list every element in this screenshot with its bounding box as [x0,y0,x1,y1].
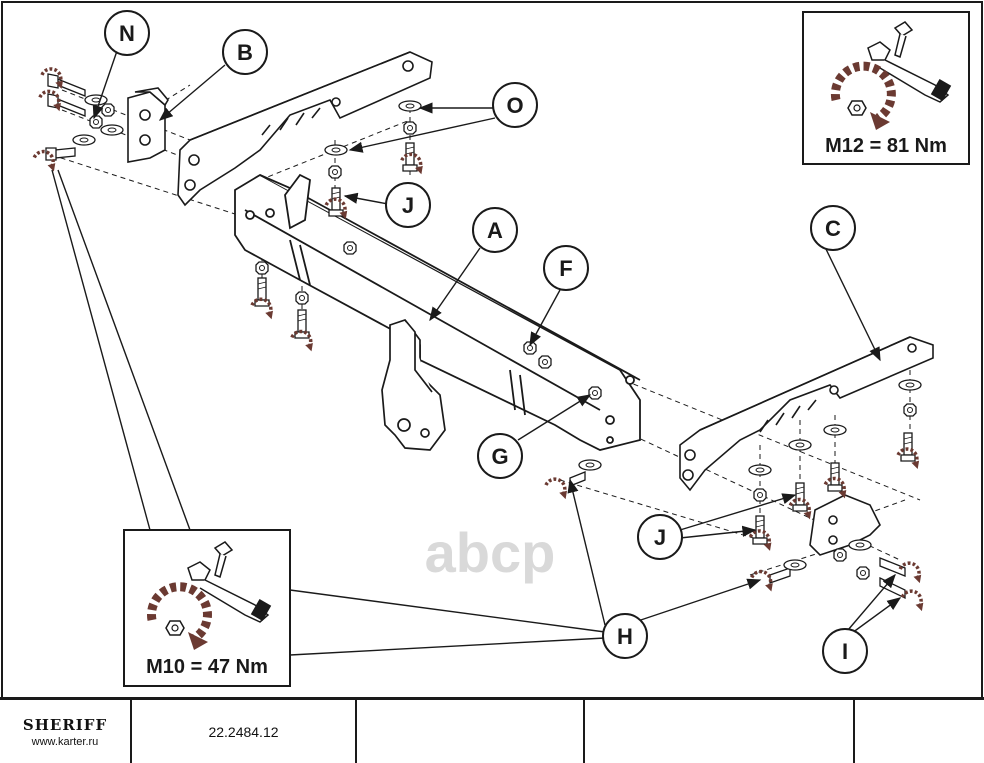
callout-i: I [822,628,868,674]
callout-o: O [492,82,538,128]
svg-text:A: A [487,218,503,243]
rotation-torque-icon [147,582,212,650]
brand-website: www.karter.ru [31,735,99,748]
wrench-icon [867,21,952,103]
svg-text:N: N [119,21,135,46]
callout-j-bottom: J [637,514,683,560]
empty-cell-1 [357,700,585,763]
svg-text:C: C [825,216,841,241]
wrench-icon [187,541,272,623]
part-number: 22.2484.12 [208,723,279,740]
callout-j-top: J [385,182,431,228]
svg-text:J: J [654,525,666,550]
right-mounting-plate [809,494,881,556]
title-block: SHERIFF www.karter.ru 22.2484.12 [0,697,984,763]
callout-n: N [104,10,150,56]
torque-box-m10: M10 = 47 Nm [123,529,291,687]
svg-text:I: I [842,639,848,664]
brand-cell: SHERIFF www.karter.ru [0,700,132,763]
left-mounting-plate [127,87,169,163]
callout-f: F [543,245,589,291]
torque-spec-m12: M12 = 81 Nm [825,135,947,157]
left-side-arm [177,51,433,207]
svg-text:G: G [491,444,508,469]
callout-a: A [472,207,518,253]
watermark-text: abcp [425,521,556,584]
rotation-torque-icon [830,61,896,130]
svg-text:F: F [559,256,572,281]
brand-logo: SHERIFF [22,715,108,734]
callout-h: H [602,613,648,659]
svg-text:J: J [402,193,414,218]
tow-ball-mount [381,318,446,451]
empty-cell-3 [855,700,984,763]
svg-text:H: H [617,624,633,649]
svg-text:B: B [237,40,253,65]
bolt-set [254,142,916,545]
callout-g: G [477,433,523,479]
callout-b: B [222,29,268,75]
empty-cell-2 [585,700,855,763]
callout-c: C [810,205,856,251]
torque-box-m12: M12 = 81 Nm [802,11,970,165]
tow-bar-diagram: abcp [1,1,983,699]
right-side-arm [679,336,934,492]
torque-spec-m10: M10 = 47 Nm [146,656,268,678]
part-number-cell: 22.2484.12 [132,700,357,763]
svg-text:O: O [506,93,523,118]
